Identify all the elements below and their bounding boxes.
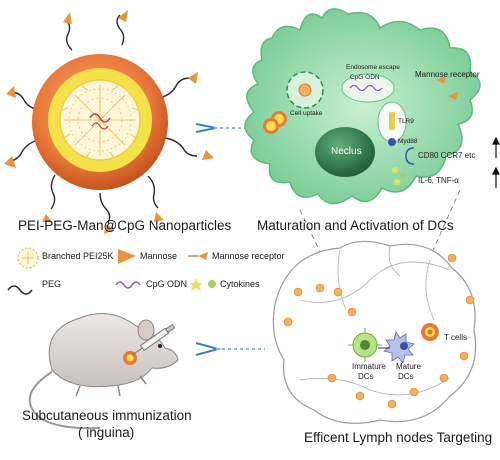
mature-label-1: Mature — [396, 362, 421, 371]
dc-cell — [244, 8, 500, 205]
t-cells-label: T cells — [444, 333, 467, 342]
legend-cytokines: Cytokines — [220, 279, 260, 289]
nucleus-label: Neclus — [331, 146, 362, 157]
dc-title: Maturation and Activation of DCs — [257, 218, 454, 233]
immunization-title: Subcutaneous immunization — [22, 408, 192, 423]
lymph-title: Efficent Lymph nodes Targeting — [304, 430, 493, 445]
mouse — [28, 313, 179, 430]
legend-pei: Branched PEI25K — [42, 251, 114, 261]
markers-label: CD80 CCR7 etc — [418, 151, 476, 160]
legend-mannose: Mannose — [140, 251, 178, 261]
legend-mannose-receptor: Mannose receptor — [212, 251, 285, 261]
immunization-subtitle: ( inguina) — [78, 425, 135, 440]
legend-cpg: CpG ODN — [146, 279, 188, 289]
nanoparticle — [4, 10, 214, 234]
cpg-odn-label: CpG ODN — [350, 74, 380, 81]
cell-uptake-label: Cell uptake — [290, 110, 323, 117]
legend-icons — [7, 247, 216, 295]
mature-label-2: DCs — [398, 372, 414, 381]
immature-label-1: Immature — [352, 362, 386, 371]
myd88-label: Myd88 — [398, 138, 418, 145]
tlr9-label: TLR9 — [398, 118, 414, 125]
immature-label-2: DCs — [358, 372, 374, 381]
cytokines-label: IL-6, TNF-α — [418, 176, 459, 185]
arrow-2 — [195, 342, 265, 356]
legend-peg: PEG — [42, 279, 62, 289]
arrow-1 — [195, 123, 270, 133]
lymph-node — [272, 240, 477, 424]
nanoparticle-title: PEI-PEG-Man@CpG Nanoparticles — [18, 218, 232, 233]
mannose-receptor-label: Mannose receptor — [415, 70, 480, 79]
endosome-escape-label: Endosome escape — [346, 64, 400, 71]
